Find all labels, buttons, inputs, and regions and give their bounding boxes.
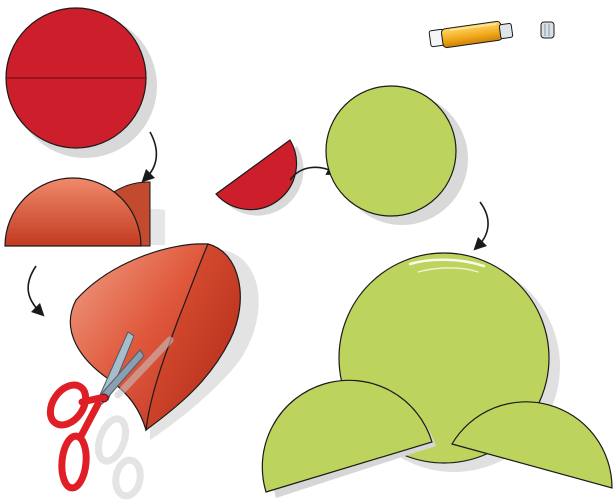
- curved-arrow-icon: [478, 202, 488, 246]
- folded-half-circle-icon: [5, 178, 165, 246]
- green-paper-circle-icon: [326, 86, 468, 225]
- glue-stick-icon: [429, 21, 513, 48]
- curved-arrow-icon: [28, 266, 40, 312]
- curved-arrow-icon: [146, 132, 156, 178]
- green-circle-with-half-circles-icon: [262, 253, 612, 498]
- glue-cap-icon: [541, 22, 554, 38]
- red-semicircle-icon: [216, 140, 303, 216]
- red-paper-circle-icon: [6, 8, 157, 158]
- scissors-cutting-paper-icon: [43, 244, 259, 498]
